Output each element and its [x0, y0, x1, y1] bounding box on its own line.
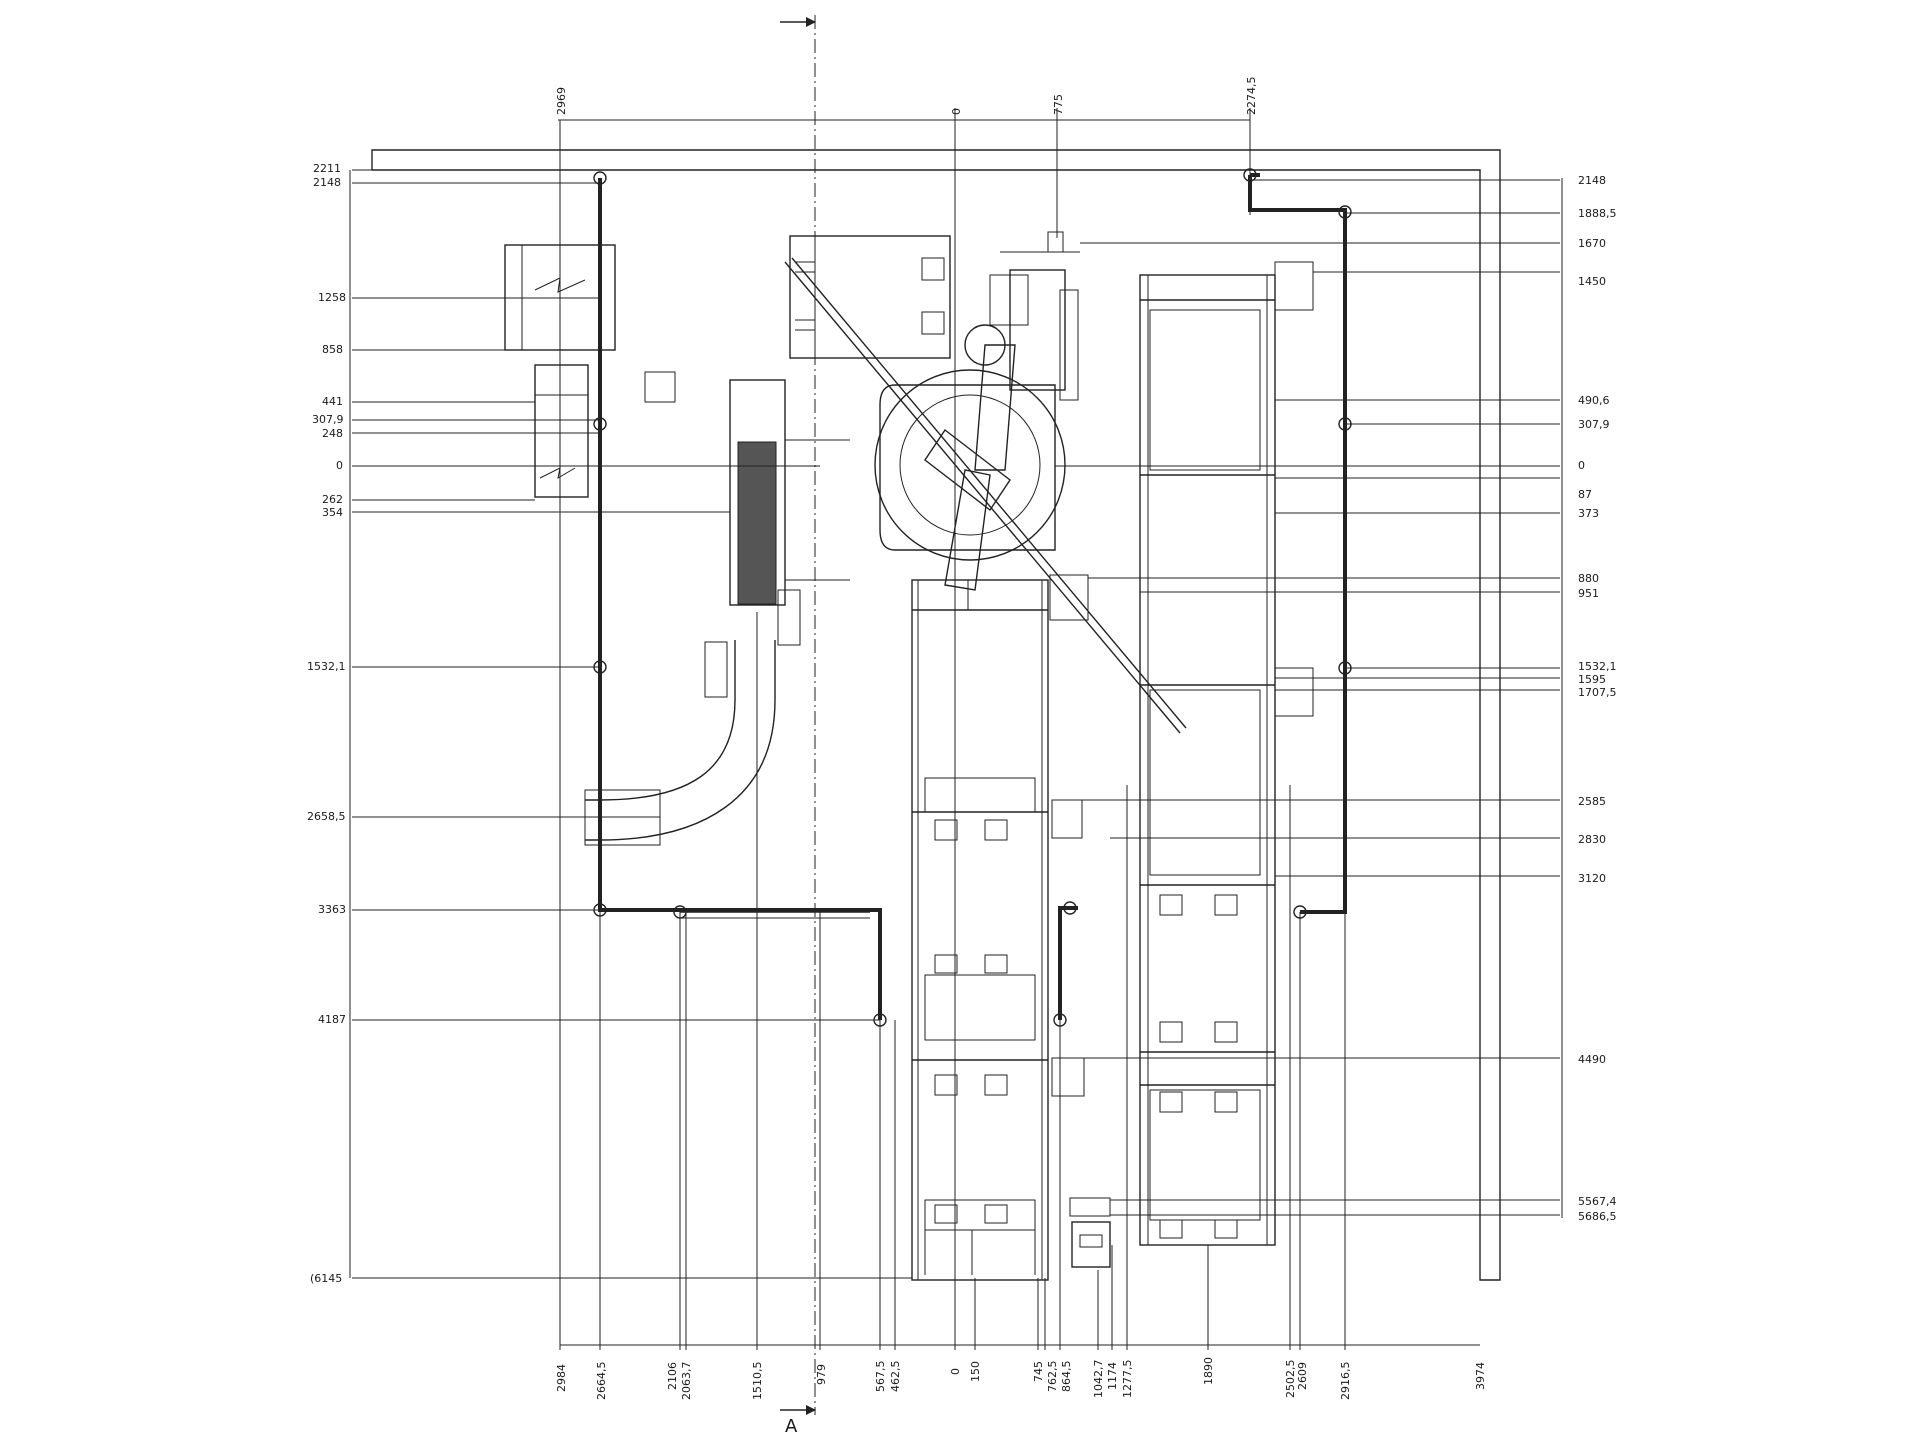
dim-right-4490: 4490	[1578, 1053, 1606, 1066]
dim-bottom-150: 150	[969, 1361, 982, 1382]
dim-right-5686-5: 5686,5	[1578, 1210, 1617, 1223]
dim-bottom-3974: 3974	[1474, 1362, 1487, 1390]
dim-top-0: 0	[950, 108, 963, 115]
left-dimension-labels: 2211 2148 1258 858 441 307,9 248 0 262 3…	[307, 162, 346, 1285]
dim-right-87: 87	[1578, 488, 1592, 501]
dim-top-2969: 2969	[555, 87, 568, 115]
dim-top-775: 775	[1052, 94, 1065, 115]
safety-fence	[593, 168, 1352, 1027]
dim-left-858: 858	[322, 343, 343, 356]
dim-left-0: 0	[336, 459, 343, 472]
right-pallet-line	[1139, 261, 1314, 1246]
dim-bottom-762-5: 762,5	[1046, 1361, 1059, 1393]
dim-right-490-6: 490,6	[1578, 394, 1610, 407]
dim-left-354: 354	[322, 506, 343, 519]
section-line-a: A	[780, 15, 816, 1437]
palletizing-robot	[874, 231, 1080, 610]
vertical-dimension-lines	[560, 108, 1480, 1350]
control-cabinet	[504, 244, 676, 498]
dim-bottom-2984: 2984	[555, 1364, 568, 1392]
dim-right-1670: 1670	[1578, 237, 1606, 250]
dim-top-2274-5: 2274,5	[1245, 77, 1258, 116]
infeed-conveyor	[584, 379, 850, 846]
section-label: A	[785, 1416, 798, 1437]
bottom-dimension-labels: 2984 2664,5 2106 2063,7 1510,5 979 567,5…	[555, 1357, 1487, 1400]
pallet-magazine	[784, 235, 1187, 734]
dim-bottom-1510-5: 1510,5	[751, 1362, 764, 1401]
dim-bottom-2916-5: 2916,5	[1339, 1362, 1352, 1401]
dim-right-1595: 1595	[1578, 673, 1606, 686]
dim-bottom-1890: 1890	[1202, 1357, 1215, 1385]
dim-bottom-1042-7: 1042,7	[1092, 1360, 1105, 1399]
dim-left-2211: 2211	[313, 162, 341, 175]
dim-bottom-1277-5: 1277,5	[1121, 1360, 1134, 1399]
dim-left-4187: 4187	[318, 1013, 346, 1026]
dim-right-373: 373	[1578, 507, 1599, 520]
center-pallet-line	[911, 574, 1089, 1281]
dim-bottom-567-5: 567,5	[874, 1361, 887, 1393]
dim-right-5567-4: 5567,4	[1578, 1195, 1617, 1208]
dim-bottom-2502-5: 2502,5	[1284, 1360, 1297, 1399]
dim-left-1258: 1258	[318, 291, 346, 304]
dim-right-1532-1: 1532,1	[1578, 660, 1617, 673]
dim-right-3120: 3120	[1578, 872, 1606, 885]
dim-right-2585: 2585	[1578, 795, 1606, 808]
dim-bottom-745: 745	[1032, 1361, 1045, 1382]
dim-right-0: 0	[1578, 459, 1585, 472]
right-dimension-lines	[1055, 178, 1563, 1218]
dim-left-441: 441	[322, 395, 343, 408]
top-dimension-labels: 2969 0 775 2274,5	[555, 77, 1258, 116]
dim-bottom-1174: 1174	[1106, 1362, 1119, 1390]
dim-left-2658-5: 2658,5	[307, 810, 346, 823]
dim-bottom-0: 0	[949, 1368, 962, 1375]
dim-bottom-2664-5: 2664,5	[595, 1362, 608, 1401]
dim-bottom-2609: 2609	[1296, 1362, 1309, 1390]
dim-bottom-2063-7: 2063,7	[680, 1362, 693, 1401]
dim-left-262: 262	[322, 493, 343, 506]
dim-bottom-2106: 2106	[666, 1362, 679, 1390]
dim-left-3363: 3363	[318, 903, 346, 916]
dim-left-6145: (6145	[310, 1272, 342, 1285]
left-dimension-lines	[349, 169, 912, 1279]
right-dimension-labels: 2148 1888,5 1670 1450 490,6 307,9 0 87 3…	[1578, 174, 1617, 1223]
dim-left-2148: 2148	[313, 176, 341, 189]
dim-right-880: 880	[1578, 572, 1599, 585]
dim-right-951: 951	[1578, 587, 1599, 600]
dim-left-307-9: 307,9	[312, 413, 344, 426]
dim-bottom-979: 979	[815, 1364, 828, 1385]
dim-right-2830: 2830	[1578, 833, 1606, 846]
dim-right-1888-5: 1888,5	[1578, 207, 1617, 220]
dim-bottom-864-5: 864,5	[1060, 1361, 1073, 1393]
dim-left-1532-1: 1532,1	[307, 660, 346, 673]
dim-bottom-462-5: 462,5	[889, 1361, 902, 1393]
dim-left-248: 248	[322, 427, 343, 440]
dim-right-2148: 2148	[1578, 174, 1606, 187]
outer-frame	[371, 119, 1501, 1350]
dim-right-307-9: 307,9	[1578, 418, 1610, 431]
operator-panel	[1069, 1197, 1111, 1268]
dim-right-1450: 1450	[1578, 275, 1606, 288]
dim-right-1707-5: 1707,5	[1578, 686, 1617, 699]
